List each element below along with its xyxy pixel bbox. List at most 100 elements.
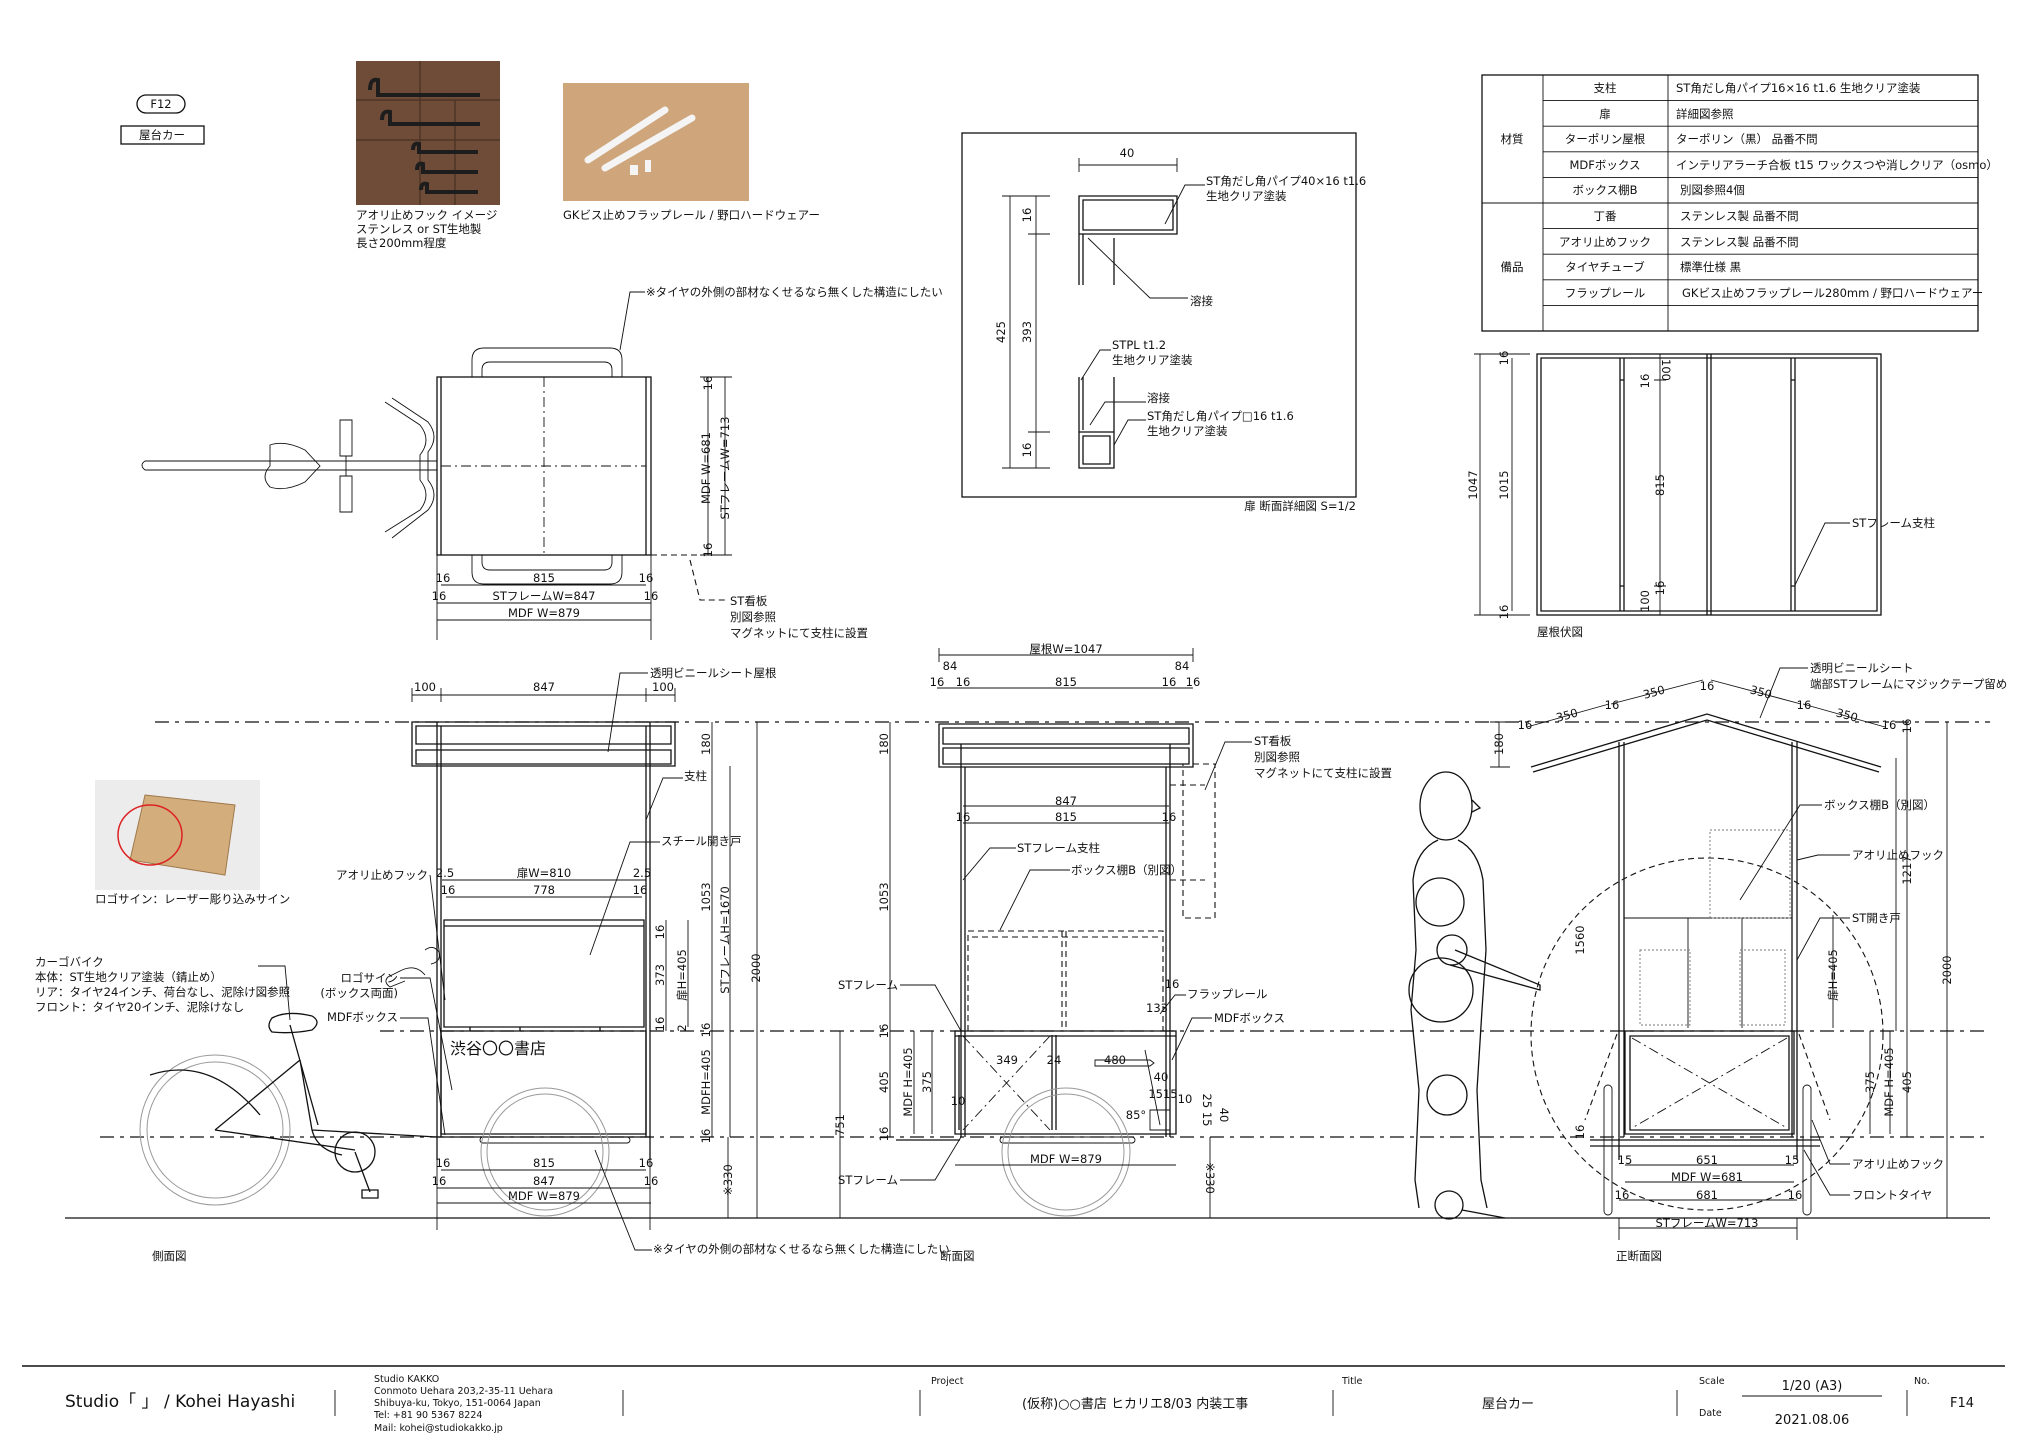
- shelf-frame: [1623, 917, 1793, 1032]
- roof: [411, 721, 676, 767]
- dim-815: 815: [533, 571, 555, 585]
- dim-16: 16: [436, 571, 451, 585]
- office-mail: Mail: kohei@studiokakko.jp: [374, 1423, 503, 1434]
- dim-16: 16: [956, 675, 971, 689]
- dim-16: 16: [877, 1127, 891, 1142]
- table-row: 扉詳細図参照: [1599, 107, 1733, 121]
- dim-door-h-405: 扉H=405: [675, 949, 689, 1001]
- hook-label: アオリ止めフック: [1852, 848, 1944, 862]
- leader: [619, 291, 645, 351]
- front-tire-right: [1802, 1084, 1812, 1216]
- dim-847: 847: [533, 680, 555, 694]
- vinyl-sheet-label: 透明ビニールシート: [1810, 661, 1914, 675]
- dim-16: 16: [1020, 443, 1034, 458]
- rail-caption: GKビス止めフラップレール / 野口ハードウェアー: [563, 208, 820, 222]
- st-sign-note: マグネットにて支柱に設置: [1254, 766, 1392, 780]
- hook-label: アオリ止めフック: [1852, 1157, 1944, 1171]
- frame-posts: [960, 744, 1171, 1137]
- dim-180: 180: [1492, 733, 1506, 755]
- stpl-label: STPL t1.2: [1112, 338, 1166, 352]
- dim-815: 815: [1055, 675, 1077, 689]
- dim-16: 16: [653, 925, 667, 940]
- row-spec: ステンレス製 品番不問: [1680, 209, 1799, 223]
- dim-1053: 1053: [877, 882, 891, 911]
- st-sign-ref: 別図参照: [1254, 750, 1300, 764]
- pedal-icon: [354, 1151, 379, 1199]
- dim-16: 16: [699, 1023, 713, 1038]
- dim-25-15: 25 15: [1200, 1094, 1214, 1127]
- mdf-box: [954, 1030, 1177, 1135]
- wood-planks: [356, 61, 500, 205]
- dim-16: 16: [1497, 605, 1511, 620]
- knee-joint: [1426, 1074, 1468, 1116]
- side-dims: [411, 688, 841, 1230]
- box-shelf-b: [967, 930, 1164, 1032]
- roof-plan-caption: 屋根伏図: [1537, 625, 1583, 639]
- mdf-box: [1624, 1030, 1795, 1135]
- row-spec: インテリアラーチ合板 t15 ワックスつや消しクリア（osmo）: [1676, 158, 1998, 172]
- dim-16: 16: [956, 810, 971, 824]
- row-item: ボックス棚B: [1572, 183, 1637, 197]
- row-item: 丁番: [1594, 209, 1617, 223]
- flap-rail-photo: GKビス止めフラップレール / 野口ハードウェアー: [563, 83, 820, 222]
- detail-caption: 扉 断面詳細図 S=1/2: [1244, 499, 1356, 513]
- group-label: 材質: [1501, 132, 1524, 146]
- project-label: Project: [931, 1376, 964, 1387]
- section-caption: 断面図: [940, 1249, 975, 1263]
- dim-16: 16: [432, 589, 447, 603]
- dim-16: 16: [1653, 581, 1667, 596]
- dim-16: 16: [644, 1174, 659, 1188]
- dim-40: 40: [1120, 146, 1135, 160]
- dim-door-h-405: 扉H=405: [1826, 949, 1840, 1001]
- frame-posts: [1618, 742, 1798, 1160]
- front-dims: [1490, 679, 1948, 1240]
- st-frame-post-label: STフレーム支柱: [1017, 841, 1100, 855]
- dim-815: 815: [1055, 810, 1077, 824]
- office-address-2: Shibuya-ku, Tokyo, 151-0064 Japan: [374, 1398, 541, 1409]
- row-spec: ステンレス製 品番不問: [1680, 235, 1799, 249]
- logo-sign-note: (ボックス両面): [320, 986, 398, 1000]
- tire-note: ※タイヤの外側の部材なくせるなら無くした構造にしたい: [646, 285, 943, 299]
- leaders: [258, 672, 683, 1251]
- row-item: フラップレール: [1565, 286, 1646, 300]
- logo-highlight-circle: [117, 804, 183, 866]
- title-block-dividers: [334, 1390, 1908, 1416]
- dim-mdf-w-879: MDF W=879: [1030, 1152, 1102, 1166]
- dim-16: 16: [1162, 810, 1177, 824]
- row-item: タイヤチューブ: [1565, 260, 1645, 274]
- vinyl-roof-label: 透明ビニールシート屋根: [650, 666, 777, 680]
- dim-480: 480: [1104, 1053, 1126, 1067]
- logo-sign-label: ロゴサイン: [341, 971, 399, 985]
- dim-mdf-h-405: MDF H=405: [1882, 1047, 1896, 1116]
- sheet-title: 屋台カー: [139, 128, 185, 142]
- dim-405: 405: [877, 1071, 891, 1093]
- door-swing-arc: [1530, 857, 1884, 1211]
- sheet-title-box: [120, 125, 205, 145]
- human-figure: [1408, 771, 1541, 1220]
- dim-16: 16: [1020, 208, 1034, 223]
- dim-2000: 2000: [1940, 955, 1954, 984]
- dim-mdf-w-681: MDF W=681: [699, 432, 713, 504]
- dim-2-5: 2.5: [633, 866, 651, 880]
- dim-roof-w-1047: 屋根W=1047: [1029, 642, 1102, 656]
- dim-2-5: 2.5: [436, 866, 454, 880]
- cargo-bike-label: カーゴバイク: [35, 955, 104, 969]
- dim-16: 16: [1165, 977, 1180, 991]
- datum-lines: [65, 721, 1990, 1219]
- dim-349: 349: [996, 1053, 1018, 1067]
- dim-16: 16: [701, 543, 715, 558]
- dim-84: 84: [1175, 659, 1190, 673]
- dim-778: 778: [533, 883, 555, 897]
- st-frame-label: STフレーム: [838, 978, 898, 992]
- front-section-caption: 正断面図: [1616, 1249, 1662, 1263]
- elbow-joint: [1436, 934, 1468, 966]
- row-item: MDFボックス: [1569, 158, 1640, 172]
- gable-roof: [1530, 713, 1882, 773]
- dim-1560: 1560: [1573, 925, 1587, 954]
- hook-icons: [368, 77, 480, 194]
- dim-373: 373: [653, 964, 667, 986]
- dim-16: 16: [1797, 698, 1812, 712]
- weld-label: 溶接: [1147, 391, 1170, 405]
